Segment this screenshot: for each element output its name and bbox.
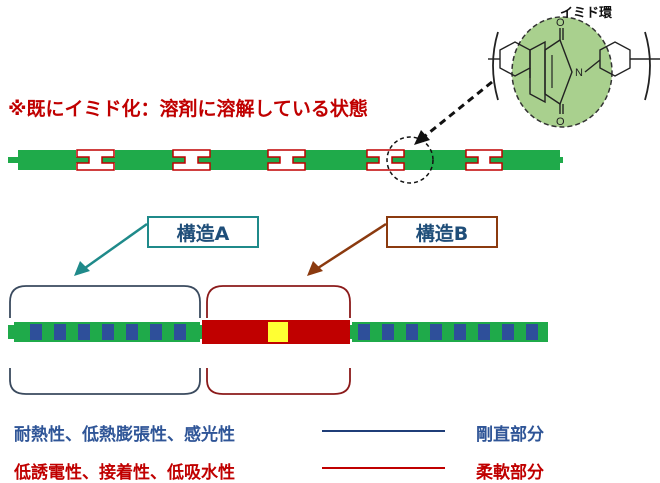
structure-b-box: 構造B	[386, 216, 498, 248]
soft-properties: 低誘電性、接着性、低吸水性	[14, 463, 235, 483]
bracket-structure-b	[206, 285, 351, 395]
oxygen-bottom-label: O	[556, 116, 565, 128]
structure-a-label: 構造A	[176, 222, 230, 245]
arrow-structure-b	[307, 222, 387, 276]
structure-b-label: 構造B	[415, 222, 469, 245]
copolymer-chain-bottom	[8, 320, 548, 344]
nitrogen-label: N	[575, 67, 583, 79]
imide-ring-label: イミド環	[560, 6, 613, 21]
structure-a-box: 構造A	[147, 216, 259, 248]
pointer-arrow-dashed	[414, 80, 493, 145]
state-note: ※既にイミド化：溶剤に溶解している状態	[8, 98, 368, 120]
polyimide-chain-top	[8, 136, 563, 184]
imide-structure: O O N	[488, 16, 660, 128]
rigid-part-label: 剛直部分	[476, 425, 544, 445]
arrow-structure-a	[74, 222, 148, 276]
soft-part-label: 柔軟部分	[476, 463, 544, 483]
bracket-structure-a	[9, 285, 201, 395]
oxygen-top-label: O	[556, 17, 565, 29]
rigid-properties: 耐熱性、低熱膨張性、感光性	[14, 425, 235, 445]
